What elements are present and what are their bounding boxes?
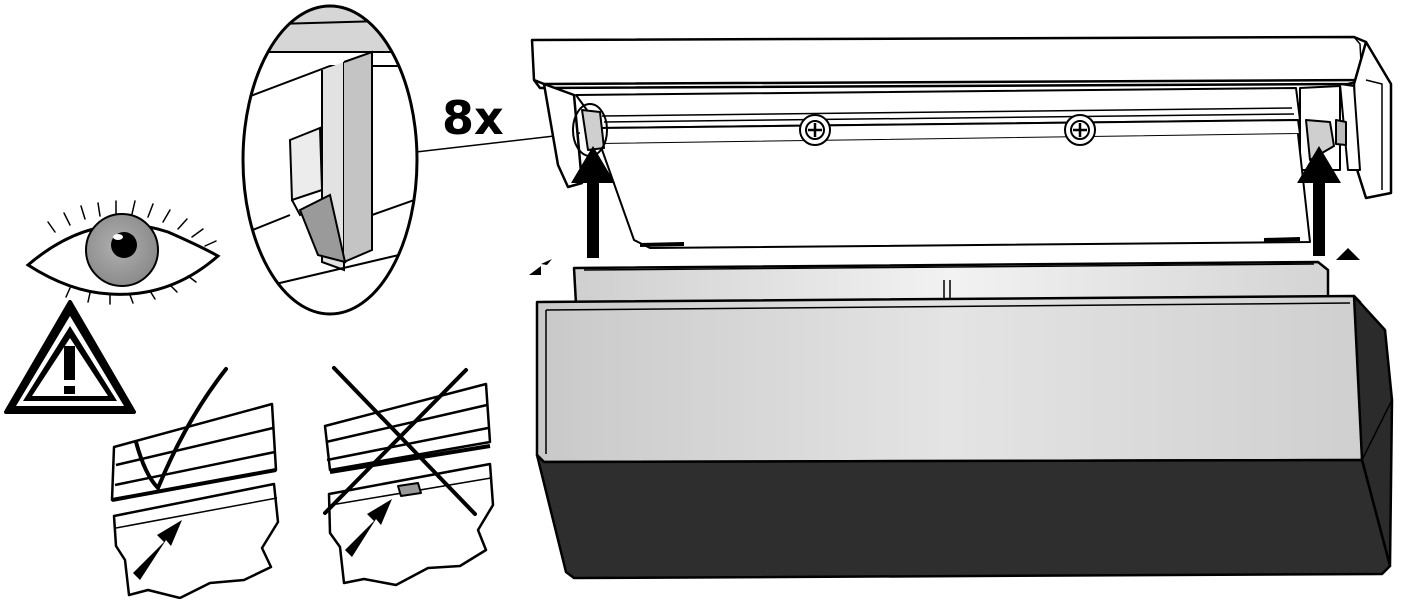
count-label: 8x <box>442 91 504 145</box>
eye-icon <box>25 200 221 305</box>
lid-assembly <box>530 35 1393 249</box>
incorrect-example-panel <box>323 382 495 587</box>
screw-icon <box>799 114 831 146</box>
arrow-up-icon <box>1297 146 1341 256</box>
arrow-icon <box>345 499 392 557</box>
arrow-icon <box>133 520 182 580</box>
correct-example-panel <box>110 402 280 599</box>
box-body <box>535 260 1394 580</box>
arrow-up-icon <box>571 146 615 258</box>
screw-icon <box>1064 114 1096 146</box>
cross-mark-icon <box>323 366 477 516</box>
check-mark-icon <box>134 367 228 492</box>
alignment-marker <box>529 248 1360 275</box>
detail-magnifier <box>241 4 581 316</box>
warning-triangle-icon <box>4 300 136 414</box>
